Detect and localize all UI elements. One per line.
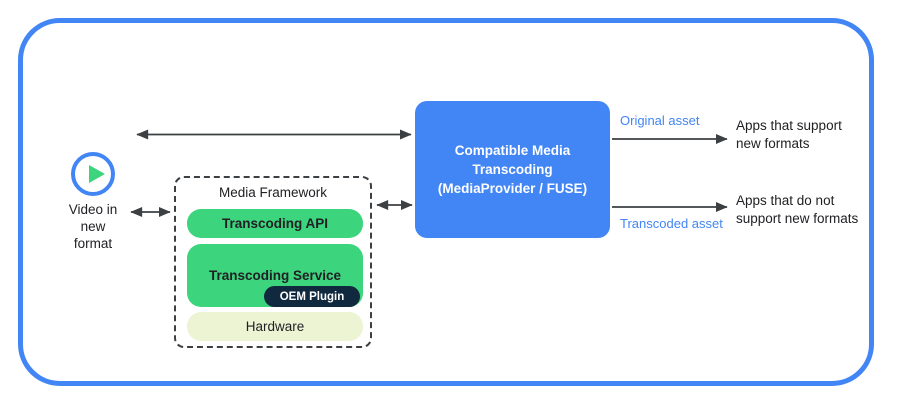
oem-plugin-badge: OEM Plugin [264, 286, 360, 307]
transcoding-api-box: Transcoding API [187, 209, 363, 238]
apps-support-new-formats-label: Apps that support new formats [736, 118, 842, 151]
hardware-box: Hardware [187, 312, 363, 341]
play-triangle-icon [89, 165, 105, 183]
media-framework-title: Media Framework [218, 185, 328, 200]
play-circle-icon [71, 152, 115, 196]
compatible-media-transcoding-box: Compatible Media Transcoding (MediaProvi… [415, 101, 610, 238]
video-source-label: Video in new format [68, 202, 118, 251]
original-asset-label: Original asset [620, 113, 700, 128]
apps-no-support-new-formats-label: Apps that do not support new formats [736, 193, 859, 226]
transcoded-asset-label: Transcoded asset [620, 216, 723, 231]
media-framework-group: Media Framework Transcoding API Transcod… [174, 176, 372, 348]
